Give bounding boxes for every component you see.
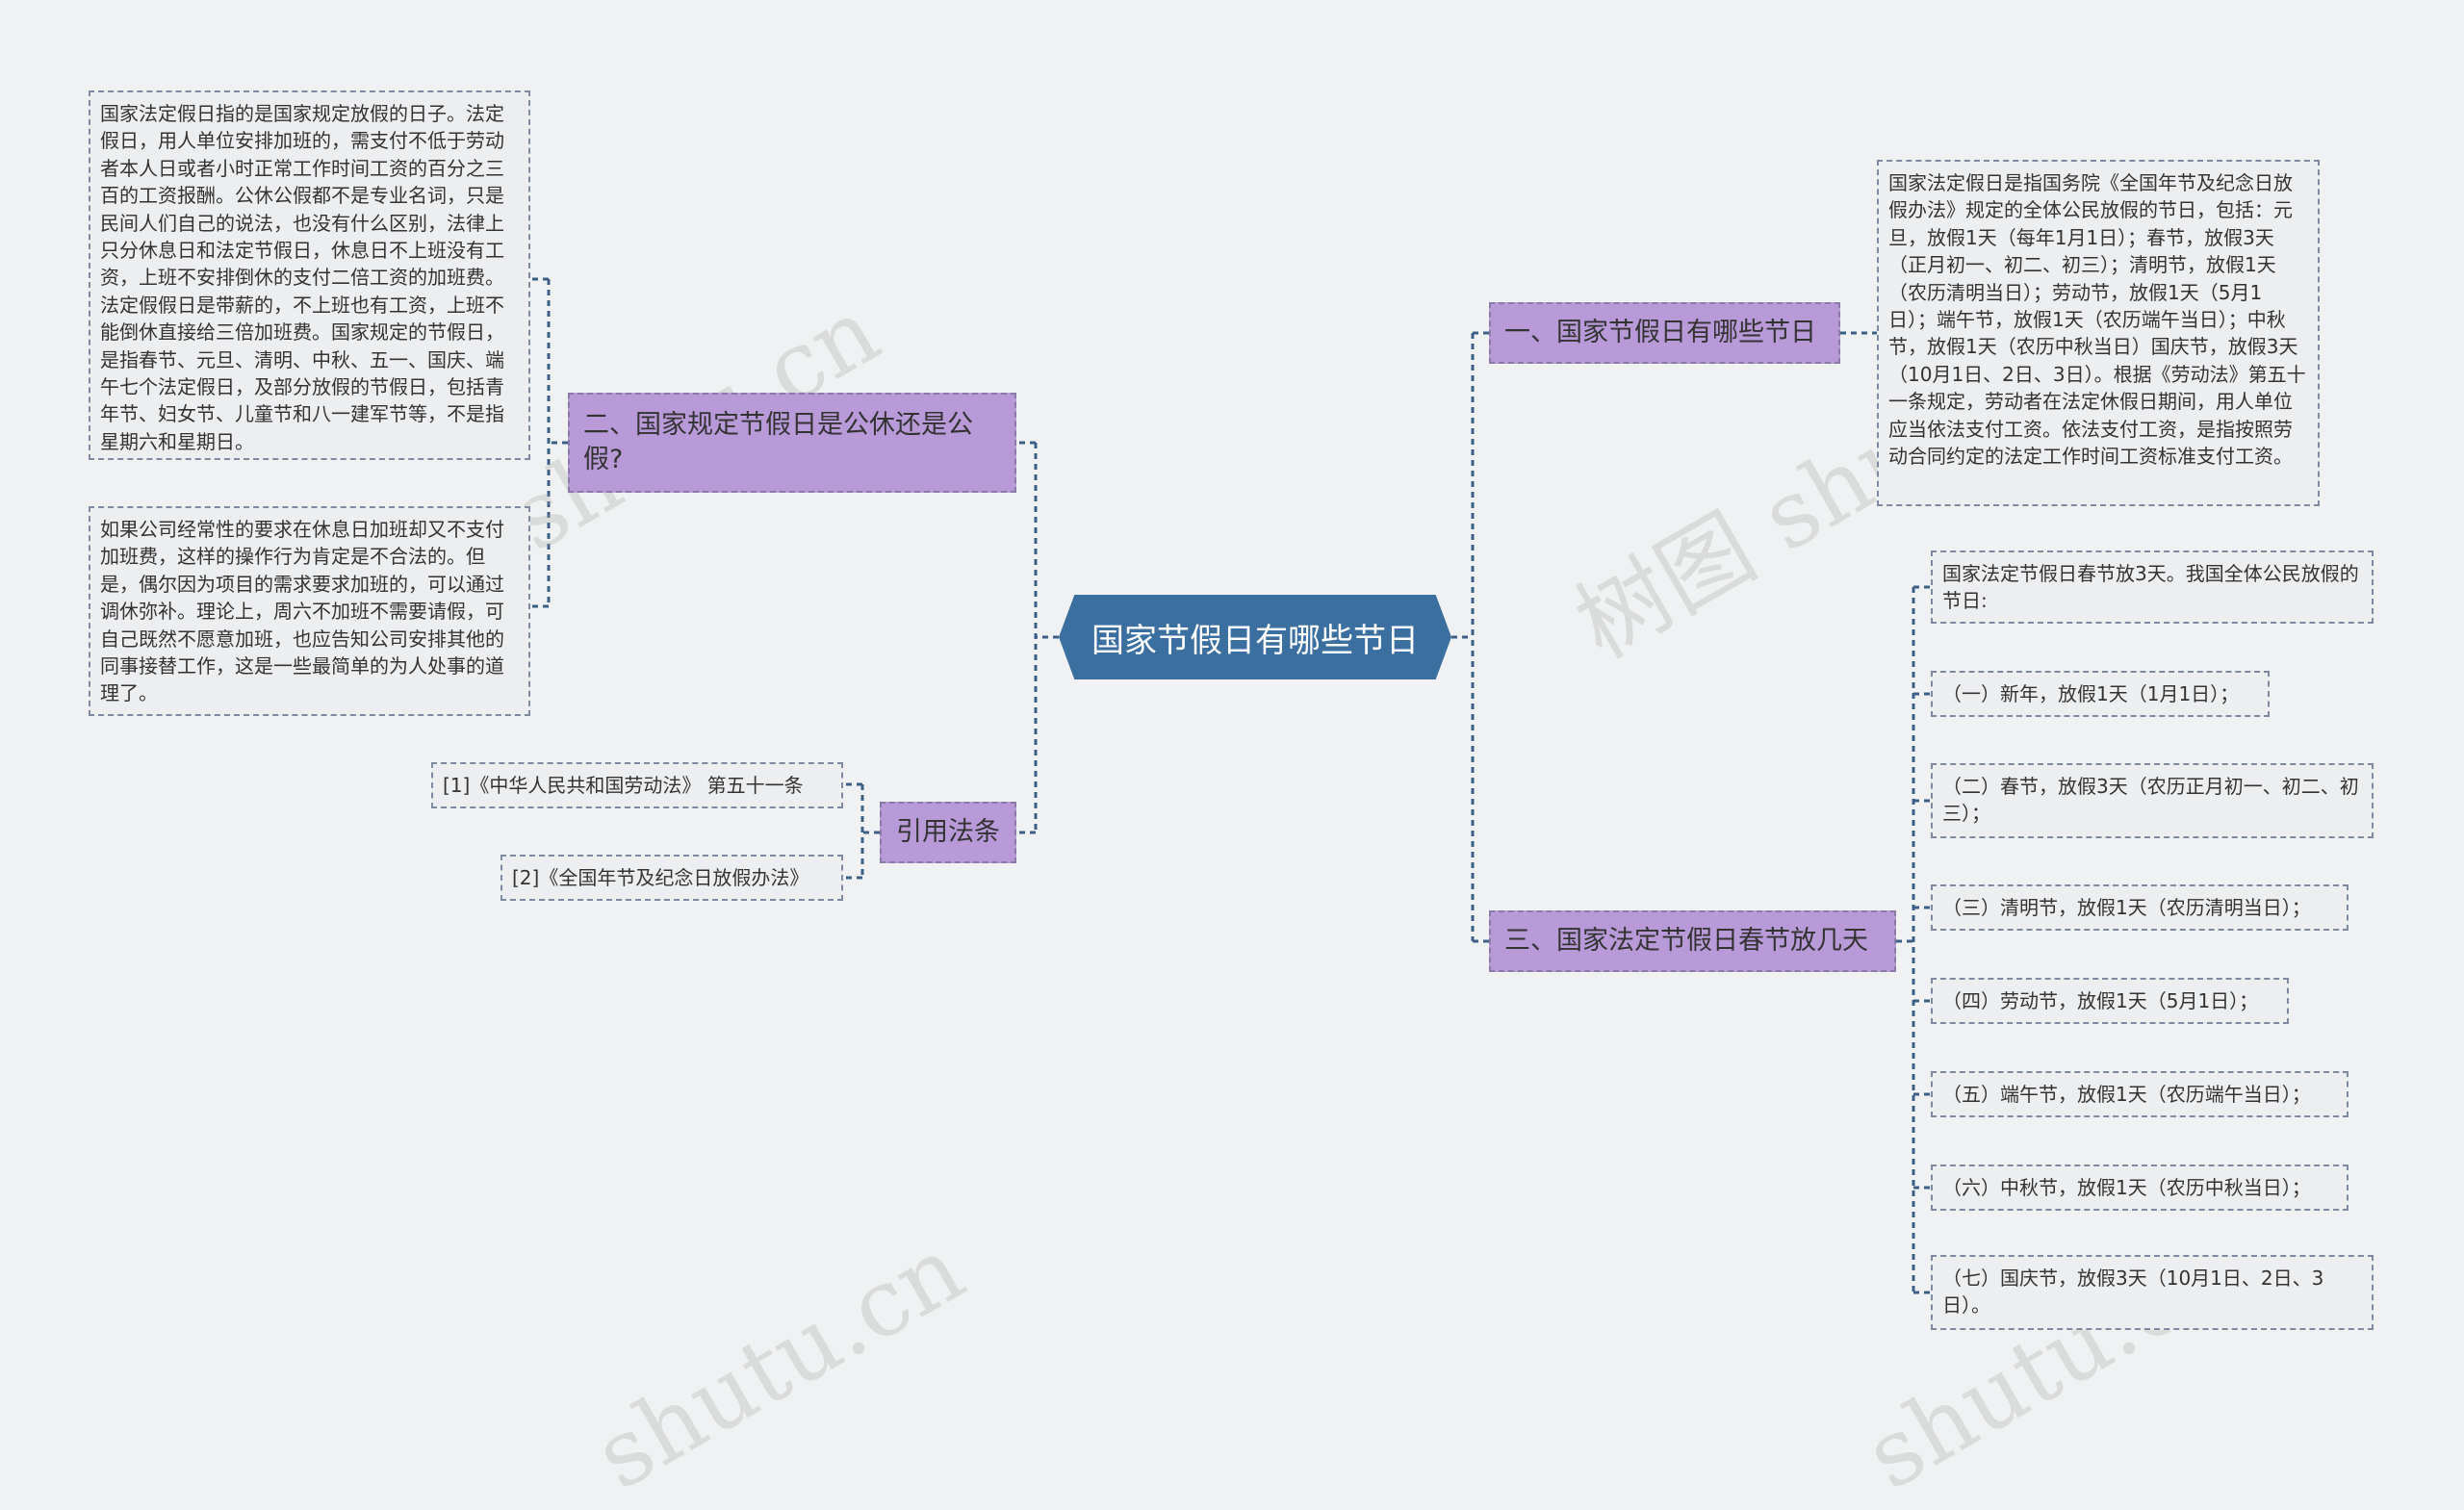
- holiday-item-label: （一）新年，放假1天（1月1日）；: [1942, 681, 2240, 705]
- root-topic[interactable]: 国家节假日有哪些节日: [1059, 595, 1451, 679]
- leaf-holiday-item[interactable]: （七）国庆节，放假3天（10月1日、2日、3日）。: [1931, 1255, 2374, 1330]
- leaf-holiday-intro[interactable]: 国家法定节假日春节放3天。我国全体公民放假的节日:: [1931, 550, 2374, 624]
- branch-node-4[interactable]: 引用法条: [880, 802, 1016, 863]
- branch-label: 二、国家规定节假日是公休还是公假?: [583, 409, 973, 474]
- citation-label: [1]《中华人民共和国劳动法》 第五十一条: [443, 773, 804, 797]
- leaf-holiday-item[interactable]: （一）新年，放假1天（1月1日）；: [1931, 671, 2270, 717]
- branch-node-2[interactable]: 二、国家规定节假日是公休还是公假?: [568, 393, 1016, 493]
- leaf-holiday-item[interactable]: （六）中秋节，放假1天（农历中秋当日）；: [1931, 1164, 2348, 1211]
- root-topic-label: 国家节假日有哪些节日: [1091, 621, 1419, 660]
- citation-label: [2]《全国年节及纪念日放假办法》: [512, 865, 809, 889]
- leaf-note-b2-2[interactable]: 如果公司经常性的要求在休息日加班却又不支付加班费，这样的操作行为肯定是不合法的。…: [89, 506, 530, 716]
- leaf-note-b1[interactable]: 国家法定假日是指国务院《全国年节及纪念日放假办法》规定的全体公民放假的节日，包括…: [1877, 160, 2320, 506]
- leaf-holiday-item[interactable]: （五）端午节，放假1天（农历端午当日）；: [1931, 1071, 2348, 1117]
- branch-label: 引用法条: [896, 816, 1000, 847]
- holiday-item-label: （五）端午节，放假1天（农历端午当日）；: [1942, 1082, 2311, 1106]
- leaf-holiday-item[interactable]: （二）春节，放假3天（农历正月初一、初二、初三）；: [1931, 763, 2374, 838]
- holiday-item-label: （三）清明节，放假1天（农历清明当日）；: [1942, 895, 2311, 919]
- leaf-note-b2-1[interactable]: 国家法定假日指的是国家规定放假的日子。法定假日，用人单位安排加班的，需支付不低于…: [89, 90, 530, 460]
- leaf-citation-1[interactable]: [1]《中华人民共和国劳动法》 第五十一条: [431, 762, 843, 808]
- holiday-item-label: （四）劳动节，放假1天（5月1日）；: [1942, 988, 2259, 1012]
- connector-lines: [530, 277, 1931, 1294]
- leaf-holiday-item[interactable]: （三）清明节，放假1天（农历清明当日）；: [1931, 884, 2348, 931]
- branch-label: 一、国家节假日有哪些节日: [1504, 317, 1816, 347]
- branch-node-3[interactable]: 三、国家法定节假日春节放几天: [1489, 910, 1896, 972]
- leaf-citation-2[interactable]: [2]《全国年节及纪念日放假办法》: [500, 855, 843, 901]
- holiday-item-label: （六）中秋节，放假1天（农历中秋当日）；: [1942, 1175, 2311, 1199]
- leaf-holiday-item[interactable]: （四）劳动节，放假1天（5月1日）；: [1931, 978, 2289, 1024]
- branch-label: 三、国家法定节假日春节放几天: [1504, 925, 1868, 956]
- branch-node-1[interactable]: 一、国家节假日有哪些节日: [1489, 302, 1840, 364]
